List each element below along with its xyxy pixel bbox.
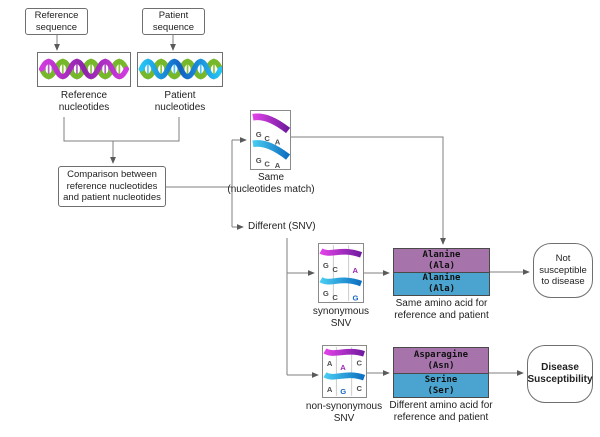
synonymous-sequence-icon: G C A G C G — [319, 245, 363, 302]
different-snv-label: Different (SNV) — [248, 221, 316, 232]
alanine-patient-box: Alanine (Ala) — [393, 272, 490, 296]
reference-dna-image — [37, 52, 131, 87]
same-bottom-letter-3: A — [275, 161, 281, 169]
serine-abbr: (Ser) — [427, 385, 455, 396]
disease-susceptibility-node: Disease Susceptibility — [527, 345, 593, 403]
same-top-letter-1: G — [256, 130, 262, 139]
same-bottom-letter-2: C — [264, 160, 270, 169]
nonsyn-top-letter-1: A — [327, 359, 333, 368]
syn-bottom-variant-letter: G — [352, 293, 358, 302]
syn-top-letter-1: G — [323, 261, 329, 270]
nonsyn-bottom-letter-1: A — [327, 385, 333, 394]
non-synonymous-sublabel: SNV — [333, 413, 355, 424]
syn-top-variant-letter: A — [352, 266, 358, 275]
same-label: Same — [257, 172, 285, 183]
non-synonymous-label: non-synonymous — [305, 401, 383, 412]
nonsyn-top-letter-3: C — [356, 358, 362, 367]
reference-helix-icon — [38, 58, 130, 80]
alanine-reference-abbr: (Ala) — [427, 260, 456, 271]
serine-box: Serine (Ser) — [393, 373, 489, 398]
synonymous-label: synonymous — [312, 306, 370, 317]
patient-helix-icon — [138, 58, 222, 80]
comparison-box: Comparison between reference nucleotides… — [58, 166, 166, 207]
nonsyn-top-variant-letter: A — [340, 363, 346, 372]
alanine-reference-box: Alanine (Ala) — [393, 248, 490, 273]
reference-sequence-box: Reference sequence — [25, 8, 88, 35]
alanine-reference-name: Alanine — [422, 249, 461, 260]
same-amino-caption: Same amino acid for reference and patien… — [394, 298, 489, 321]
alanine-patient-abbr: (Ala) — [427, 284, 456, 294]
patient-sequence-box: Patient sequence — [142, 8, 205, 35]
syn-top-letter-2: C — [332, 265, 338, 274]
different-amino-caption: Different amino acid for reference and p… — [389, 400, 493, 423]
asparagine-name: Asparagine — [413, 349, 469, 360]
asparagine-box: Asparagine (Asn) — [393, 347, 489, 374]
same-sublabel: (nucleotides match) — [227, 184, 315, 195]
asparagine-abbr: (Asn) — [427, 360, 455, 371]
non-synonymous-sequence-image: A A C A G C — [322, 345, 367, 398]
syn-bottom-letter-2: C — [332, 293, 338, 302]
same-sequence-image: G C A G C A — [250, 110, 291, 170]
syn-bottom-letter-1: G — [323, 289, 329, 298]
reference-nucleotides-label: Reference nucleotides — [58, 90, 110, 113]
nonsyn-bottom-variant-letter: G — [340, 387, 346, 396]
synonymous-sequence-image: G C A G C G — [318, 243, 364, 303]
same-bottom-letter-1: G — [256, 156, 262, 165]
same-top-letter-3: A — [275, 138, 281, 147]
nonsyn-bottom-letter-3: C — [356, 384, 362, 393]
not-susceptible-node: Not susceptible to disease — [533, 243, 593, 298]
patient-nucleotides-label: Patient nucleotides — [154, 90, 206, 113]
same-sequence-icon: G C A G C A — [252, 113, 291, 170]
serine-name: Serine — [424, 374, 458, 385]
alanine-patient-name: Alanine — [422, 273, 461, 284]
non-synonymous-sequence-icon: A A C A G C — [323, 347, 366, 396]
synonymous-sublabel: SNV — [330, 318, 352, 329]
same-top-letter-2: C — [264, 134, 270, 143]
patient-dna-image — [137, 52, 223, 87]
